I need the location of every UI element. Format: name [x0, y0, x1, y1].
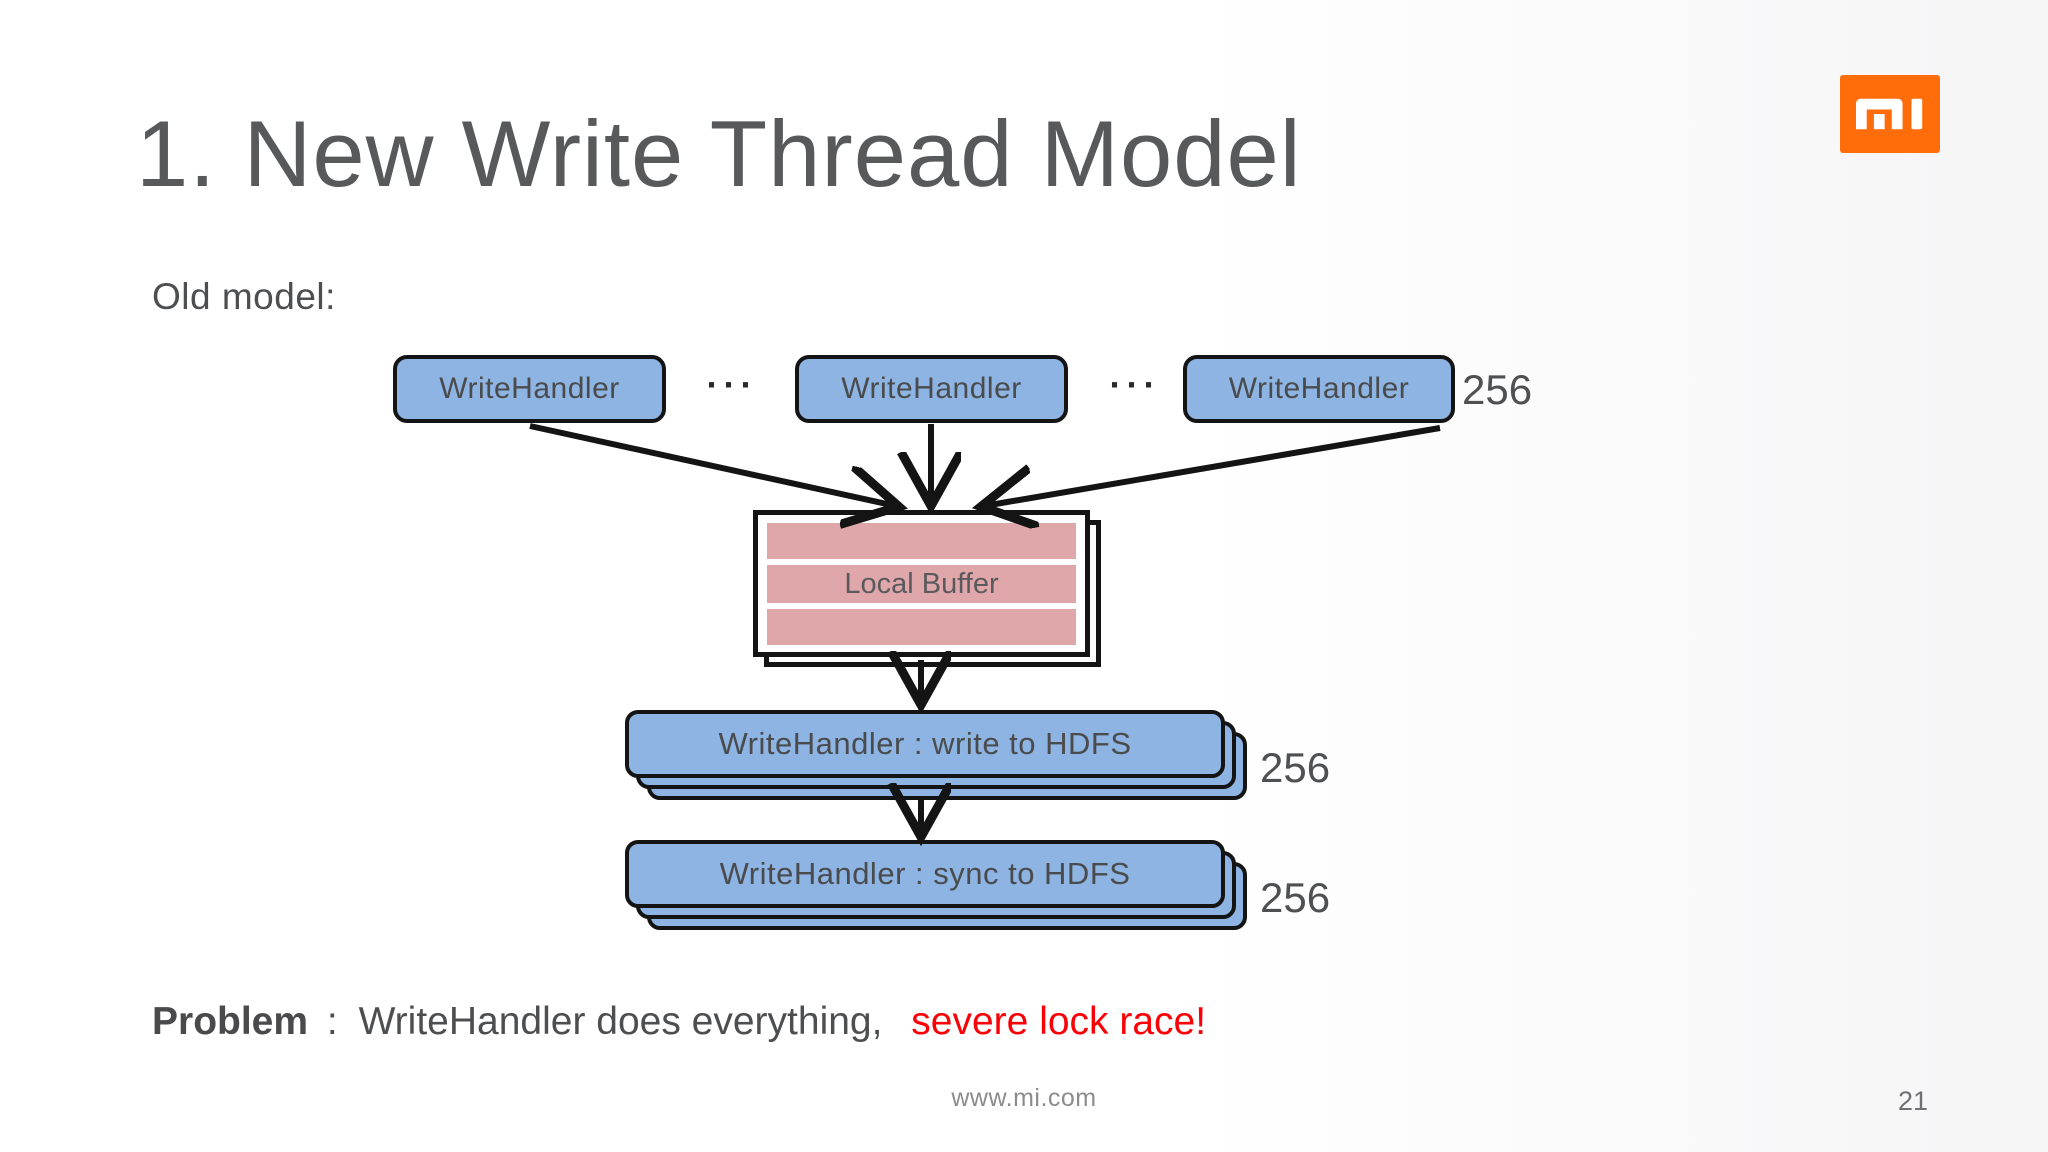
sync-hdfs-count: 256 [1260, 874, 1331, 921]
write-hdfs-label: WriteHandler : write to HDFS [718, 726, 1132, 761]
problem-keyword: Problem [152, 1000, 309, 1043]
writehandler-box-3-label: WriteHandler [1228, 372, 1410, 405]
ellipsis-2: ··· [1109, 364, 1161, 405]
page-number: 21 [1898, 1086, 1929, 1116]
buffer-stripe-top [767, 523, 1076, 559]
sync-hdfs-label: WriteHandler : sync to HDFS [719, 856, 1131, 891]
buffer-stripe-middle: Local Buffer [767, 565, 1076, 603]
sync-hdfs-stack: WriteHandler : sync to HDFS [625, 840, 1275, 955]
writehandler-box-1-label: WriteHandler [439, 372, 620, 405]
problem-body: WriteHandler does everything, [358, 1000, 883, 1043]
local-buffer-label: Local Buffer [844, 567, 999, 600]
footer-url: www.mi.com [951, 1084, 1097, 1112]
buffer-stripe-bottom [767, 609, 1076, 645]
problem-separator: : [326, 1000, 338, 1043]
writehandler-box-1: WriteHandler [393, 355, 666, 423]
xiaomi-mi-logo [1840, 75, 1940, 153]
top-count-label: 256 [1462, 366, 1533, 413]
write-hdfs-stack: WriteHandler : write to HDFS [625, 710, 1275, 825]
old-model-label: Old model: [152, 276, 336, 317]
writehandler-box-2: WriteHandler [795, 355, 1068, 423]
write-hdfs-count: 256 [1260, 744, 1331, 791]
sync-hdfs-stack-layer-front: WriteHandler : sync to HDFS [625, 840, 1225, 908]
problem-highlight: severe lock race! [911, 1000, 1207, 1043]
arrow-handler3-to-buffer [984, 425, 1441, 506]
local-buffer-box: Local Buffer [753, 510, 1090, 657]
writehandler-box-3: WriteHandler [1183, 355, 1455, 423]
write-hdfs-stack-layer-front: WriteHandler : write to HDFS [625, 710, 1225, 778]
writehandler-box-2-label: WriteHandler [841, 372, 1022, 405]
arrow-handler1-to-buffer [529, 423, 896, 506]
mi-glyph-icon [1856, 98, 1923, 130]
ellipsis-1: ··· [706, 364, 758, 405]
page-title: 1. New Write Thread Model [136, 101, 1302, 206]
problem-statement: Problem : WriteHandler does everything, … [152, 1000, 1206, 1044]
